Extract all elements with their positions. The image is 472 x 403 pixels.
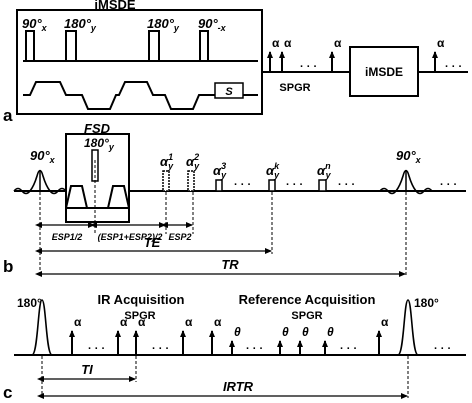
pulse-label-90x-b-right: 90°x [396, 148, 422, 165]
alpha-label: α [138, 315, 146, 329]
rf-pulse-180y-1 [65, 30, 77, 62]
ir-title: IR Acquisition [98, 292, 185, 307]
esp1-label: ESP1/2 [52, 232, 83, 242]
alpha-label: α [272, 36, 280, 50]
alpha-pulse-k [268, 179, 276, 192]
ir-alpha-pulses: α α α α [69, 315, 193, 355]
dots-a-2: · · · [445, 61, 462, 73]
imsde-block [349, 46, 419, 97]
panel-c: c 180° 180° IR Acquisition SPGR Referenc… [3, 292, 466, 402]
alpha-pulse-2 [187, 170, 195, 192]
dots-c-5: · · · [434, 343, 451, 355]
dots-b-2: · · · [286, 179, 303, 191]
alpha-label: α [214, 315, 222, 329]
pulse-label-180y-1: 180°y [64, 16, 97, 33]
fsd-title: FSD [84, 121, 111, 136]
spgr-label-ir: SPGR [124, 310, 155, 322]
irtr-label: IRTR [223, 379, 254, 394]
pulse-label-90x: 90°x [22, 16, 48, 33]
dots-a-1: · · · [300, 61, 317, 73]
ti-label: TI [81, 362, 93, 377]
dots-c-3: · · · [246, 343, 263, 355]
theta-label: θ [302, 325, 309, 339]
fsd-gradient-lobes [65, 185, 130, 209]
pulse-label-90x-b: 90°x [30, 148, 56, 165]
ref-pulses: α θ θ θ θ α [209, 315, 389, 355]
rf-pulse-90x [25, 30, 35, 62]
inversion-pulse-right [397, 299, 419, 356]
esp-mid-label: (ESP1+ESP2)/2 [98, 232, 163, 242]
dots-c-2: · · · [152, 343, 169, 355]
panel-a: a iMSDE 90°x 180°y 180°y 90°-x S iMSDE S… [3, 0, 468, 125]
tr-label: TR [221, 257, 239, 272]
pulse-label-180y-b: 180°y [84, 136, 115, 152]
dots-c-4: · · · [340, 343, 357, 355]
theta-label: θ [282, 325, 289, 339]
imsde-frame [16, 9, 263, 115]
timing-guides-b [39, 160, 407, 277]
spoiler-gradient-s [214, 82, 244, 99]
alpha-pulse-n [318, 179, 327, 192]
alpha-pulse-3 [215, 179, 223, 192]
imsde-frame-title: iMSDE [94, 0, 136, 12]
te-label: TE [144, 235, 161, 250]
dots-b-3: · · · [338, 179, 355, 191]
pulse-label-180-right: 180° [414, 296, 439, 310]
ref-title: Reference Acquisition [239, 292, 376, 307]
inversion-pulse-left [31, 299, 53, 356]
alpha-label: α [120, 315, 128, 329]
pulse-label-180y-2: 180°y [147, 16, 180, 33]
spoiler-gradient-label: S [225, 86, 233, 98]
alpha-pulse-1 [162, 170, 170, 192]
spgr-pulses-a: α α α α [267, 36, 445, 72]
panel-c-label: c [3, 383, 12, 402]
theta-label: θ [234, 325, 241, 339]
alpha-label: α [74, 315, 82, 329]
spgr-label-a: SPGR [279, 82, 310, 94]
dots-b-4: · · · [440, 179, 457, 191]
alpha-label: α [381, 315, 389, 329]
alpha-label: α [437, 36, 445, 50]
esp2-label: ESP2 [168, 232, 191, 242]
gradient-waveform-a [23, 81, 258, 110]
alpha-label: α [284, 36, 292, 50]
pulse-label-90-x: 90°-x [198, 16, 227, 33]
theta-label: θ [327, 325, 334, 339]
rf-pulse-90-x [199, 30, 209, 62]
alpha-label: α [334, 36, 342, 50]
dots-c-1: · · · [88, 343, 105, 355]
spgr-label-ref: SPGR [291, 310, 322, 322]
alpha-label: α [185, 315, 193, 329]
imsde-block-label: iMSDE [365, 65, 403, 79]
pulse-label-180-left: 180° [17, 296, 42, 310]
dots-b-1: · · · [234, 179, 251, 191]
panel-b-label: b [3, 257, 13, 276]
panel-a-label: a [3, 106, 13, 125]
rf-pulse-180y-2 [148, 30, 160, 62]
